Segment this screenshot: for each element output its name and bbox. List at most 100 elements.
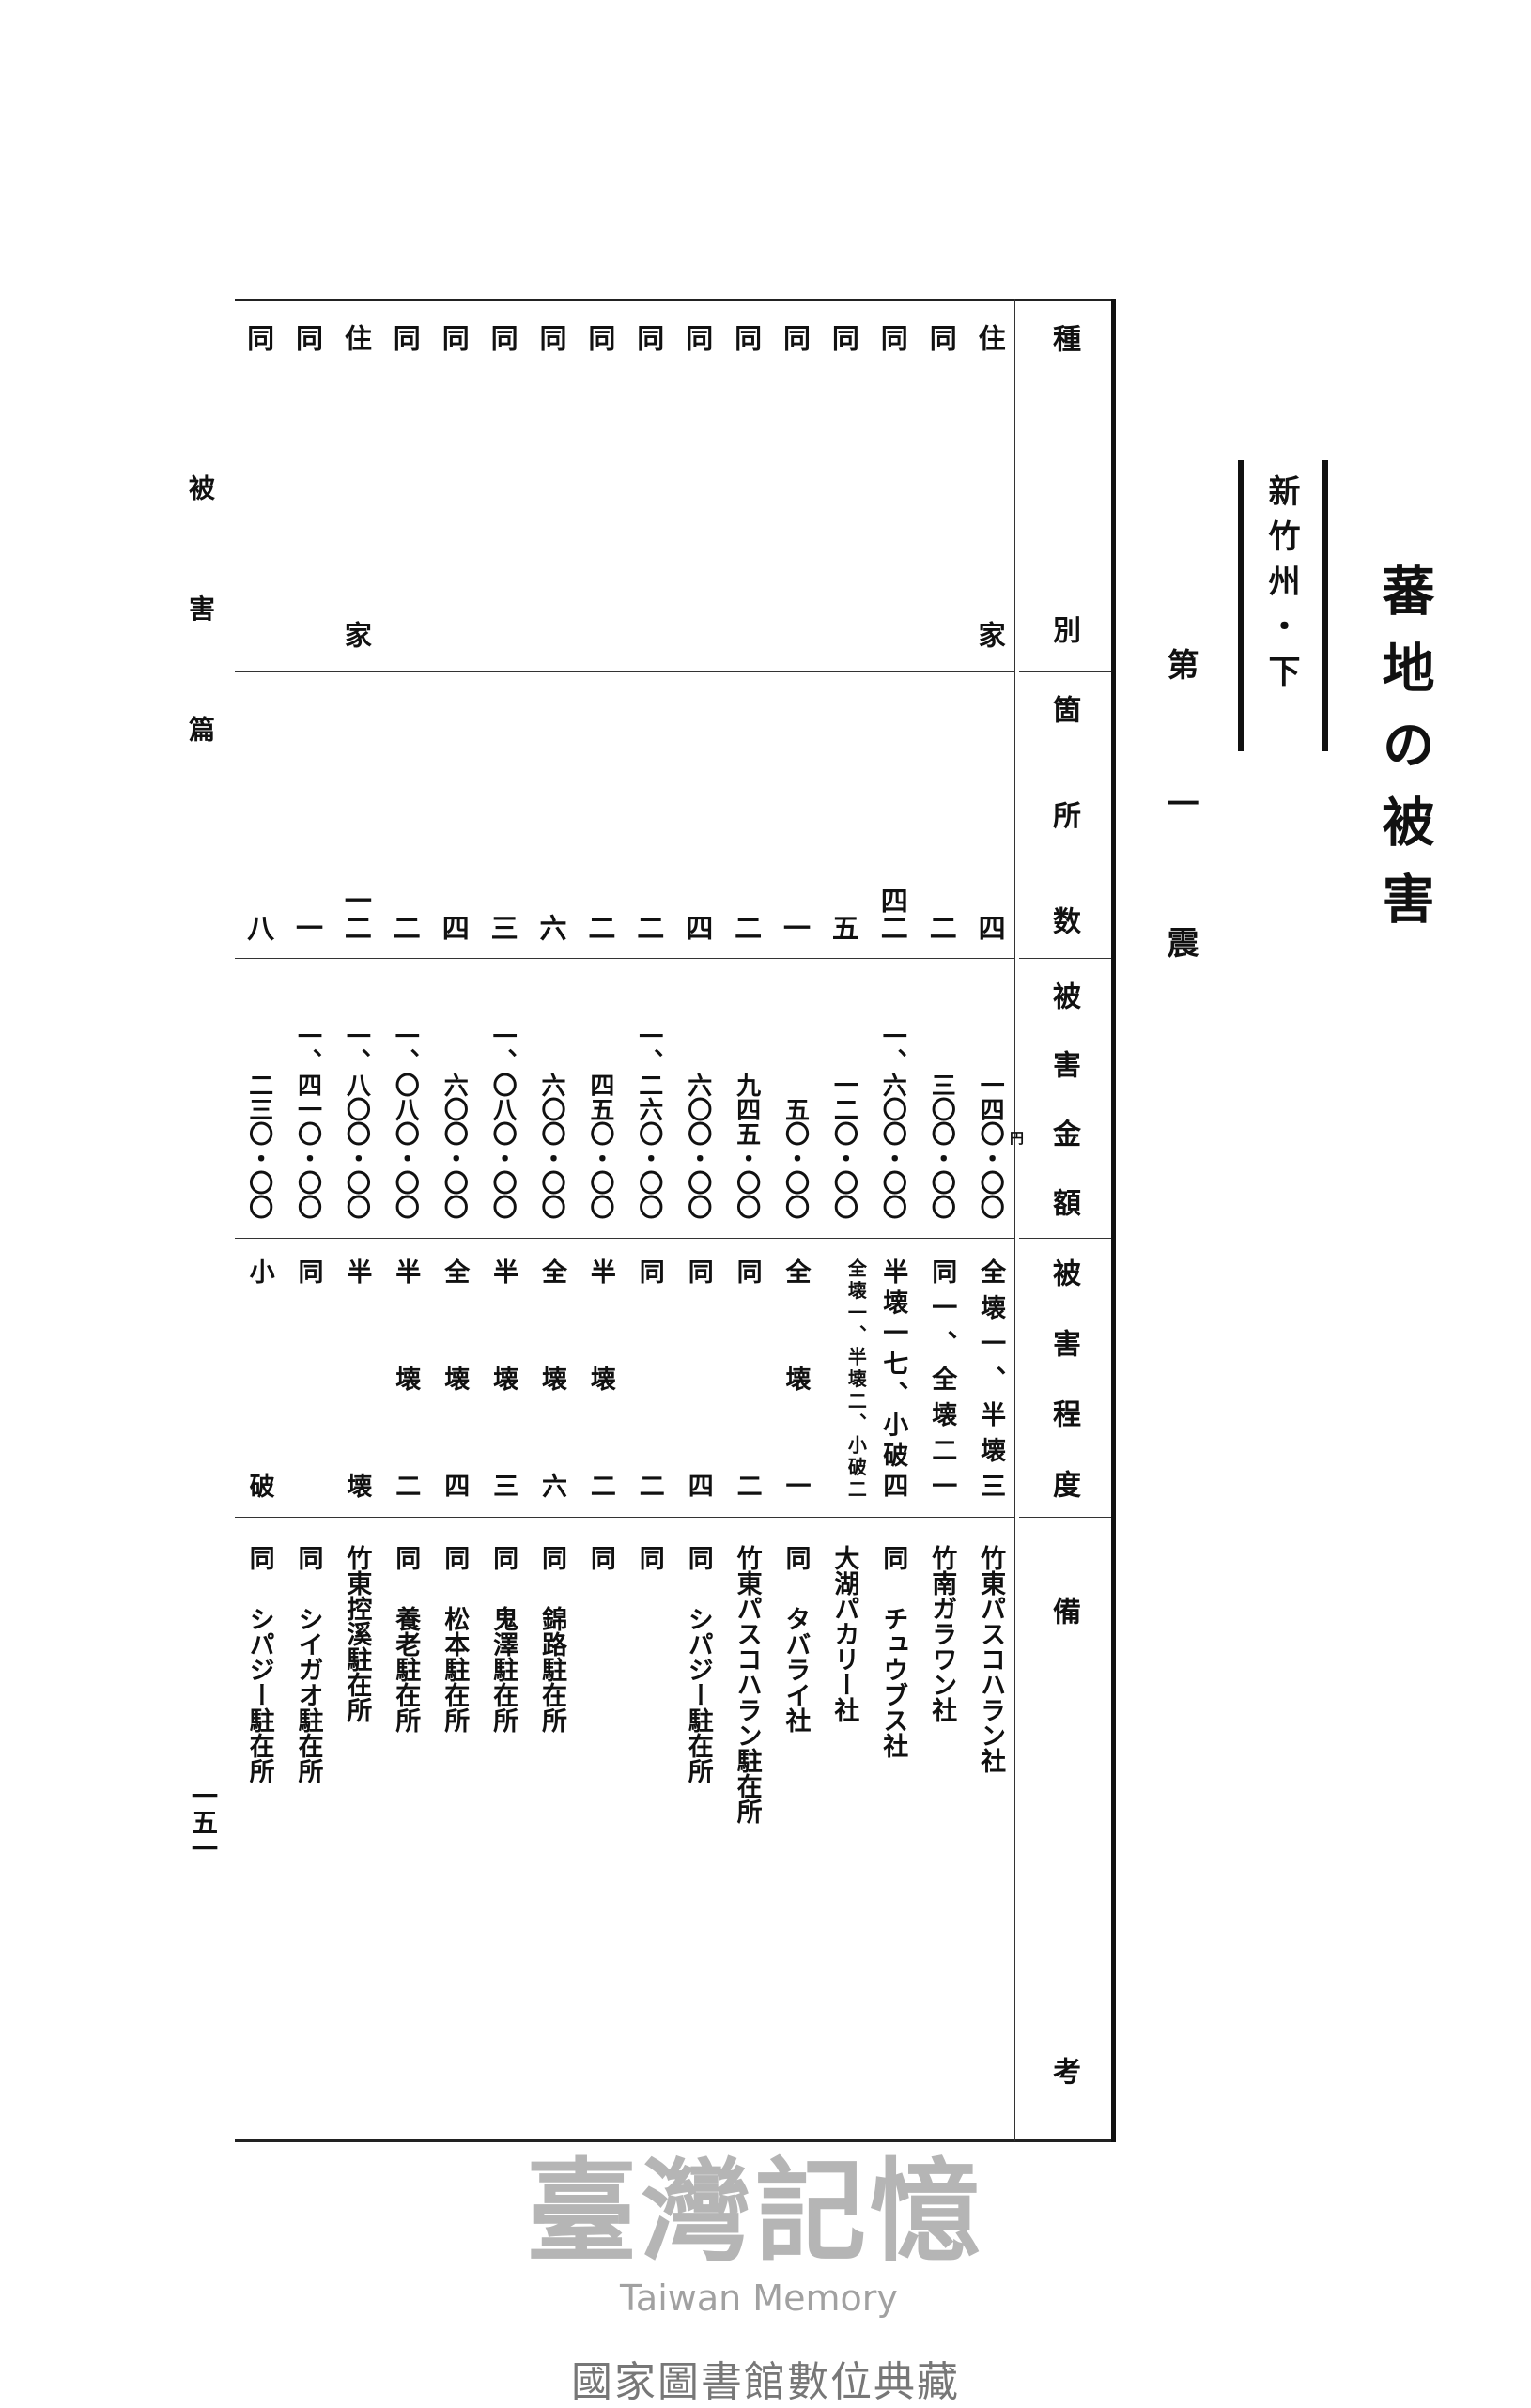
- header-divider: [1019, 1238, 1111, 1239]
- count-cell: 二: [389, 914, 422, 941]
- yen-unit: 円: [1010, 1130, 1025, 1147]
- degree-cell: 小破: [244, 1258, 274, 1498]
- count-cell: 二: [925, 914, 958, 941]
- table-row: 同四二一、六〇〇・〇〇半壊一七、小破四同チュウブス社: [868, 0, 917, 2141]
- type-cell: 同: [487, 324, 519, 351]
- remark-place: 同: [440, 1545, 470, 1570]
- header-remarks: 備考: [1047, 1597, 1080, 2085]
- remark-place: 同: [293, 1545, 323, 1570]
- remarks-cell: 同養老駐在所: [388, 1545, 422, 2071]
- amount-cell: 三〇〇・〇〇: [927, 1073, 956, 1219]
- count-cell: 四: [681, 914, 714, 941]
- count-cell: 五: [827, 914, 860, 941]
- remark-place: 同: [683, 1545, 713, 1570]
- section-divider: [235, 958, 1014, 959]
- amount-cell: 六〇〇・〇〇: [683, 1073, 712, 1219]
- table-row: 同二一、二六〇・〇〇同二同: [625, 0, 673, 2141]
- table-row: 同二四五〇・〇〇半壊二同: [576, 0, 625, 2141]
- count-cell: 二: [730, 914, 763, 941]
- count-cell: 八: [242, 914, 275, 941]
- page-number: 一五一: [188, 1783, 219, 1861]
- remark-subplace: シイガオ駐在所: [293, 1606, 323, 1783]
- remark-subplace: タバライ社: [781, 1606, 811, 1733]
- amount-cell: 一、〇八〇・〇〇: [488, 1024, 518, 1219]
- table-row: 同一一、四一〇・〇〇同同シイガオ駐在所: [284, 0, 332, 2141]
- header-count: 箇所数: [1047, 695, 1080, 934]
- remarks-cell: 同チュウブス社: [875, 1545, 909, 2071]
- type-cell: 同: [535, 324, 567, 351]
- remarks-cell: 同タバライ社: [779, 1545, 812, 2071]
- remark-subplace: 鬼澤駐在所: [488, 1606, 518, 1733]
- table-right-border: [1111, 299, 1116, 2142]
- table-row: 同一五〇・〇〇全壊一同タバライ社: [771, 0, 820, 2141]
- remark-subplace: チュウブス社: [878, 1606, 908, 1758]
- page-title: 蕃地の被害: [1373, 563, 1435, 949]
- remark-place: 同: [488, 1545, 518, 1570]
- type-cell: 同: [242, 324, 275, 351]
- count-cell: 四二: [876, 887, 909, 941]
- type-cell: 同: [779, 324, 812, 351]
- count-cell: 四: [974, 914, 1007, 941]
- table-bottom-border: [235, 2139, 1116, 2142]
- type-cell: 同: [583, 324, 616, 351]
- section-divider: [235, 1517, 1014, 1518]
- degree-cell: 同: [293, 1258, 323, 1284]
- watermark-subtitle: Taiwan Memory: [620, 2277, 898, 2319]
- type-cell: 同: [389, 324, 422, 351]
- remark-subplace: シパジー駐在所: [683, 1606, 713, 1783]
- table-row: 同三一、〇八〇・〇〇半壊三同鬼澤駐在所: [478, 0, 527, 2141]
- remarks-cell: 同シイガオ駐在所: [291, 1545, 325, 2071]
- section-divider: [235, 671, 1014, 672]
- prefecture-box: [1238, 460, 1328, 751]
- amount-cell: 一二〇・〇〇: [829, 1073, 858, 1219]
- remarks-cell: 同鬼澤駐在所: [486, 1545, 519, 2071]
- table-row: 同四六〇〇・〇〇同四同シパジー駐在所: [673, 0, 722, 2141]
- header-column-divider: [1014, 299, 1015, 2141]
- amount-cell: 六〇〇・〇〇: [440, 1073, 469, 1219]
- degree-cell: 同一、全壊二一: [927, 1258, 957, 1498]
- amount-cell: 一四〇・〇〇: [976, 1073, 1005, 1219]
- header-degree: 被害程度: [1047, 1258, 1080, 1498]
- degree-cell: 全壊六: [537, 1258, 566, 1498]
- table-row: 同二三〇〇・〇〇同一、全壊二一竹南ガラワン社: [917, 0, 966, 2141]
- remark-place: 竹東パスコハラン社: [976, 1545, 1006, 1773]
- remark-subplace: 養老駐在所: [391, 1606, 421, 1733]
- amount-cell: 一、〇八〇・〇〇: [391, 1024, 420, 1219]
- count-cell: 二: [583, 914, 616, 941]
- table-row: 同二一、〇八〇・〇〇半壊二同養老駐在所: [380, 0, 429, 2141]
- amount-cell: 二三〇・〇〇: [244, 1073, 273, 1219]
- degree-cell: 半壊二: [585, 1258, 615, 1498]
- table-row: 同五一二〇・〇〇全壊一、半壊二、小破二大湖パカリー社: [819, 0, 868, 2141]
- count-cell: 二: [632, 914, 665, 941]
- type-cell: 同: [438, 324, 471, 351]
- remark-place: 同: [391, 1545, 421, 1570]
- count-cell: 四: [438, 914, 471, 941]
- remark-place: 竹南ガラワン社: [927, 1545, 957, 1722]
- header-divider: [1019, 958, 1111, 959]
- amount-cell: 一、二六〇・〇〇: [634, 1024, 663, 1219]
- remark-subplace: 錦路駐在所: [537, 1606, 566, 1733]
- amount-cell: 四五〇・〇〇: [585, 1073, 614, 1219]
- table-row: 同八二三〇・〇〇小破同シパジー駐在所: [235, 0, 284, 2141]
- footer-credit: 國家圖書館數位典藏: [571, 2358, 960, 2406]
- section-divider: [235, 1238, 1014, 1239]
- remarks-cell: 竹東控溪駐在所: [339, 1545, 373, 2071]
- remarks-cell: 同: [632, 1545, 666, 2071]
- remark-place: 同: [878, 1545, 908, 1570]
- remark-place: 竹東控溪駐在所: [342, 1545, 372, 1722]
- amount-cell: 一、四一〇・〇〇: [293, 1024, 322, 1219]
- table-row: 住家一二一、八〇〇・〇〇半壊竹東控溪駐在所: [332, 0, 380, 2141]
- amount-cell: 九四五・〇〇: [732, 1073, 761, 1219]
- watermark-logo: 臺灣記憶: [526, 2146, 985, 2277]
- remark-place: 同: [537, 1545, 566, 1570]
- remark-place: 同: [781, 1545, 811, 1570]
- remarks-cell: 大湖パカリー社: [827, 1545, 860, 2071]
- remark-subplace: 松本駐在所: [440, 1606, 470, 1733]
- type-cell: 同: [876, 324, 909, 351]
- degree-cell: 同四: [683, 1258, 713, 1498]
- degree-cell: 半壊三: [488, 1258, 518, 1498]
- section-label: 被害篇: [185, 474, 216, 742]
- type-cell: 住家: [974, 324, 1007, 648]
- remarks-cell: 同錦路駐在所: [534, 1545, 568, 2071]
- remarks-cell: 竹東パスコハラン社: [973, 1545, 1007, 2071]
